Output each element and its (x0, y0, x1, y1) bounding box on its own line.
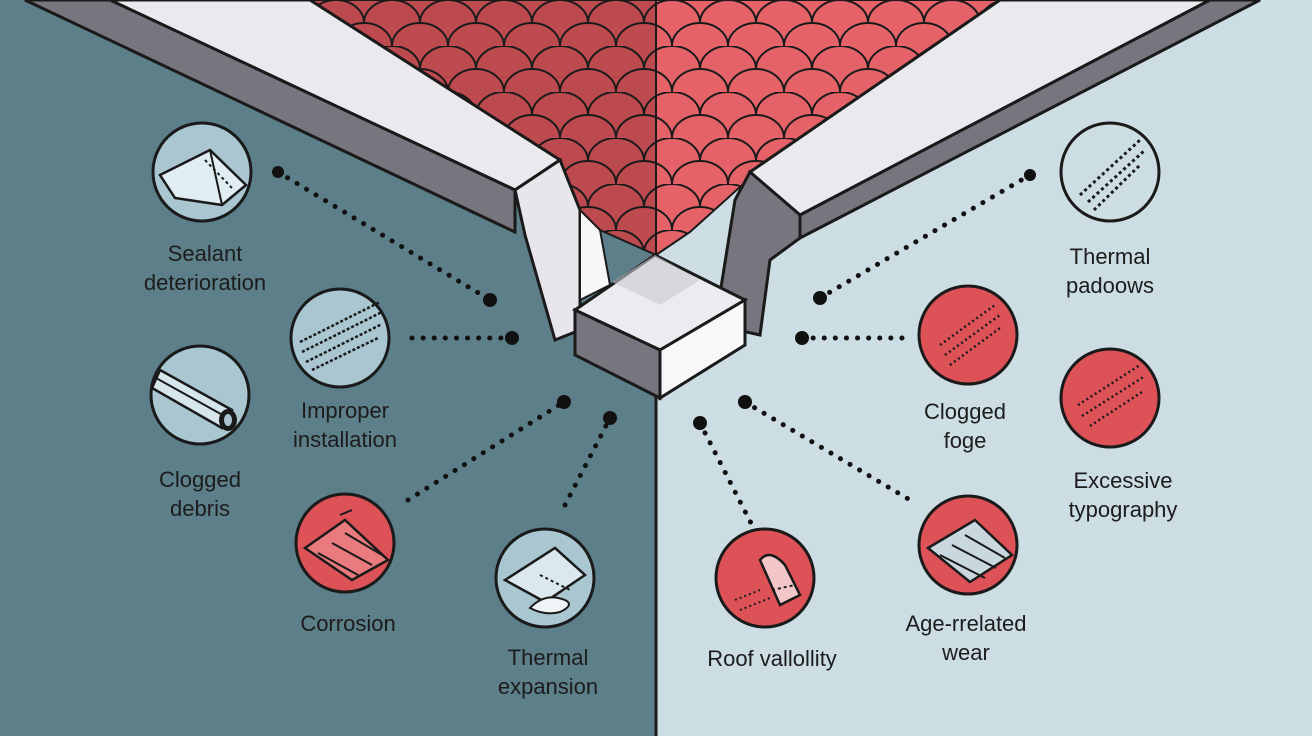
label-age-related-wear: Age-rrelated wear (905, 609, 1026, 667)
label-line: padoows (1065, 273, 1155, 298)
label-sealant-deterioration: Sealant deterioration (144, 239, 266, 297)
leader-lines-right (697, 172, 1033, 528)
label-line: typography (1068, 497, 1178, 522)
hand-on-flashing-icon (494, 527, 596, 629)
label-line: Thermal (507, 645, 589, 670)
label-roof-vallollity: Roof vallollity (707, 644, 837, 673)
label-line: Excessive (1073, 468, 1173, 493)
label-line: Roof vallollity (707, 646, 837, 671)
leader-corrosion (405, 399, 567, 503)
label-thermal-padoows: Thermal padoows (1066, 242, 1154, 300)
label-line: Corrosion (300, 611, 396, 636)
leader-age-wear (742, 399, 913, 503)
label-line: wear (942, 640, 990, 665)
label-line: installation (293, 427, 397, 452)
dotted-grid-icon (1059, 121, 1161, 223)
roof-tiles-right (655, 0, 1002, 257)
striped-pattern-icon-2 (1059, 347, 1161, 449)
label-line: foge (943, 428, 987, 453)
label-line: Sealant (167, 241, 243, 266)
label-line: debris (170, 496, 230, 521)
label-improper-installation: Improper installation (293, 396, 397, 454)
center-block-shade (612, 255, 700, 305)
center-block-right (658, 297, 747, 401)
flashing-left-front (24, 0, 517, 235)
label-excessive-typography: Excessive typography (1069, 466, 1178, 524)
pipe-icon (149, 344, 251, 446)
label-line: Clogged (924, 399, 1006, 424)
label-clogged-debris: Clogged debris (159, 465, 241, 523)
leader-dots-left (272, 166, 617, 425)
corroded-panel-icon (294, 492, 396, 594)
worn-flashing-icon (917, 494, 1019, 596)
leader-lines-left (275, 169, 613, 508)
striped-pattern-icon (917, 284, 1019, 386)
label-line: deterioration (143, 270, 267, 295)
label-clogged-foge: Clogged foge (924, 397, 1006, 455)
text-pattern-icon (289, 287, 391, 389)
label-line: Improper (300, 398, 390, 423)
label-line: Clogged (159, 467, 241, 492)
leader-thermal-padoows (817, 172, 1033, 301)
label-line: Age-rrelated (905, 611, 1027, 636)
label-corrosion: Corrosion (300, 609, 395, 638)
flashing-channel-icon (151, 121, 253, 223)
leader-dots-right (693, 169, 1036, 430)
leader-roof-vallollity (697, 420, 755, 528)
label-thermal-expansion: Thermal expansion (498, 643, 598, 701)
leader-sealant (275, 169, 493, 303)
label-line: Thermal (1069, 244, 1151, 269)
label-line: expansion (497, 674, 599, 699)
roof-tile-icon (714, 527, 816, 629)
